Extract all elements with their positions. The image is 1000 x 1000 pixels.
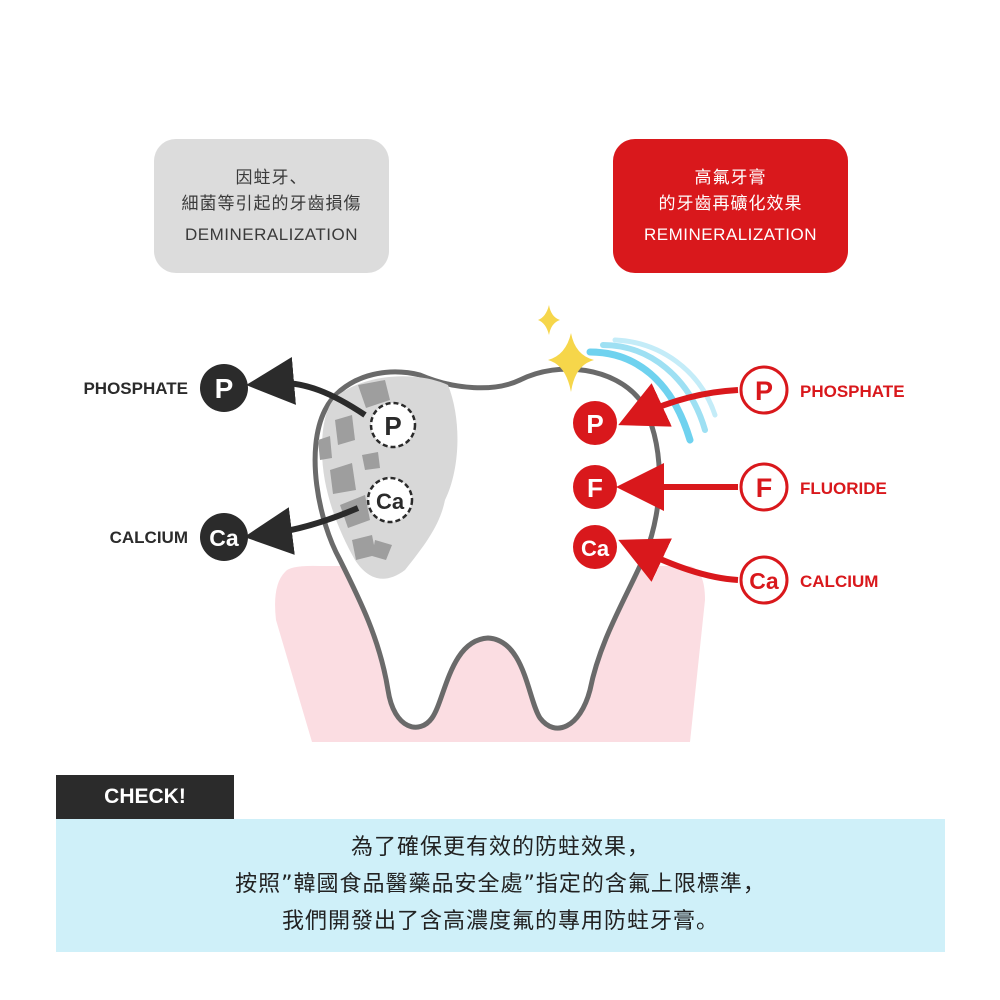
phosphate-out-arrow — [246, 357, 367, 418]
check-tab: CHECK! — [56, 775, 234, 819]
calcium-right-label: CALCIUM — [800, 572, 878, 591]
calcium-right-symbol: Ca — [749, 568, 779, 594]
calcium-left-symbol: Ca — [209, 525, 239, 551]
tooth-calcium-red: Ca — [573, 525, 617, 569]
phosphate-right-symbol: P — [755, 376, 773, 406]
calcium-out-arrow — [244, 505, 360, 555]
tooth-phosphate-red: P — [573, 401, 617, 445]
check-notice: 為了確保更有效的防蛀效果， 按照”韓國食品醫藥品安全處”指定的含氟上限標準， 我… — [56, 819, 945, 952]
demineralization-line2: 細菌等引起的牙齒損傷 — [181, 194, 362, 214]
shine-arcs — [586, 337, 718, 444]
remineralization-line1: 高氟牙膏 — [694, 168, 767, 188]
calcium-right-badge: Ca — [739, 555, 789, 605]
calcium-left-label: CALCIUM — [110, 528, 188, 547]
check-line2: 按照”韓國食品醫藥品安全處”指定的含氟上限標準， — [235, 872, 766, 897]
decay-area — [322, 376, 458, 579]
demineralization-label: 因蛀牙、 細菌等引起的牙齒損傷 DEMINERALIZATION — [154, 139, 389, 273]
phosphate-right-label: PHOSPHATE — [800, 382, 905, 401]
tooth-calcium-symbol: Ca — [376, 489, 405, 514]
fluoride-right-label: FLUORIDE — [800, 479, 887, 498]
tooth-phosphate-dashed: P — [369, 401, 417, 449]
tooth-fluoride-red-symbol: F — [587, 473, 603, 503]
tooth-fluoride-red: F — [573, 465, 617, 509]
phosphate-right-badge: P — [739, 365, 789, 415]
sparkle-large-icon — [548, 333, 594, 392]
check-line3: 我們開發出了含高濃度氟的專用防蛀牙膏。 — [281, 909, 719, 934]
decay-fragments — [318, 380, 392, 560]
phosphate-left-badge: P — [200, 364, 248, 412]
phosphate-in-arrow — [618, 383, 739, 427]
check-line1: 為了確保更有效的防蛀效果， — [350, 835, 650, 860]
fluoride-right-badge: F — [739, 462, 789, 512]
remineralization-label: 高氟牙膏 的牙齒再礦化效果 REMINERALIZATION — [613, 139, 848, 273]
demineralization-line1: 因蛀牙、 — [235, 168, 308, 188]
demineralization-english: DEMINERALIZATION — [185, 225, 358, 244]
fluoride-right-symbol: F — [756, 473, 773, 503]
tooth-calcium-dashed: Ca — [366, 476, 414, 524]
tooth-calcium-red-symbol: Ca — [581, 536, 610, 561]
sparkle-small-icon — [538, 305, 560, 335]
calcium-in-arrow — [618, 538, 739, 583]
remineralization-line2: 的牙齒再礦化效果 — [658, 194, 803, 214]
tooth-phosphate-symbol: P — [384, 411, 401, 441]
remineralization-english: REMINERALIZATION — [644, 225, 817, 244]
tooth-phosphate-red-symbol: P — [586, 409, 603, 439]
phosphate-left-symbol: P — [215, 373, 234, 404]
phosphate-left-label: PHOSPHATE — [83, 379, 188, 398]
calcium-left-badge: Ca — [200, 513, 248, 561]
